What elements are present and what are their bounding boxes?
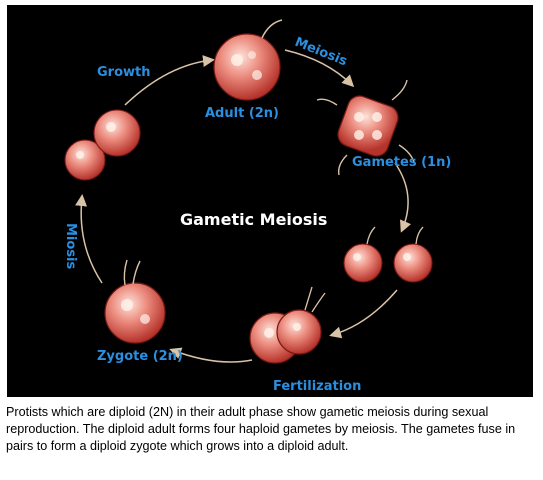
label-fertilization: Fertilization [273, 379, 361, 394]
fertilization-cells [249, 286, 326, 364]
arrow-fertilization [329, 289, 398, 339]
arrow-to-zygote [169, 347, 253, 363]
life-cycle-diagram: Growth Adult (2n) Meiosis Gametes (1n) F… [7, 5, 533, 397]
arrow-gametes-down [394, 162, 412, 233]
label-mitosis: Miosis [63, 223, 78, 270]
growth-cell-upper [93, 109, 141, 157]
arrow-mitosis [75, 194, 103, 284]
arrow-meiosis [284, 49, 355, 88]
diagram-canvas: Growth Adult (2n) Meiosis Gametes (1n) F… [63, 19, 451, 394]
label-zygote: Zygote (2n) [97, 349, 183, 364]
label-growth: Growth [97, 65, 151, 80]
label-gametes: Gametes (1n) [352, 155, 451, 170]
caption-text: Protists which are diploid (2N) in their… [6, 405, 516, 453]
zygote-cell [104, 259, 166, 344]
diagram-title: Gametic Meiosis [180, 210, 327, 229]
gametes-cluster [316, 79, 416, 176]
gamete-right [393, 226, 433, 283]
label-adult: Adult (2n) [205, 106, 279, 121]
arrow-growth [124, 55, 215, 106]
growth-cell-lower [64, 139, 106, 181]
label-meiosis: Meiosis [293, 35, 350, 70]
gamete-left [343, 226, 383, 283]
adult-cell [213, 19, 283, 101]
